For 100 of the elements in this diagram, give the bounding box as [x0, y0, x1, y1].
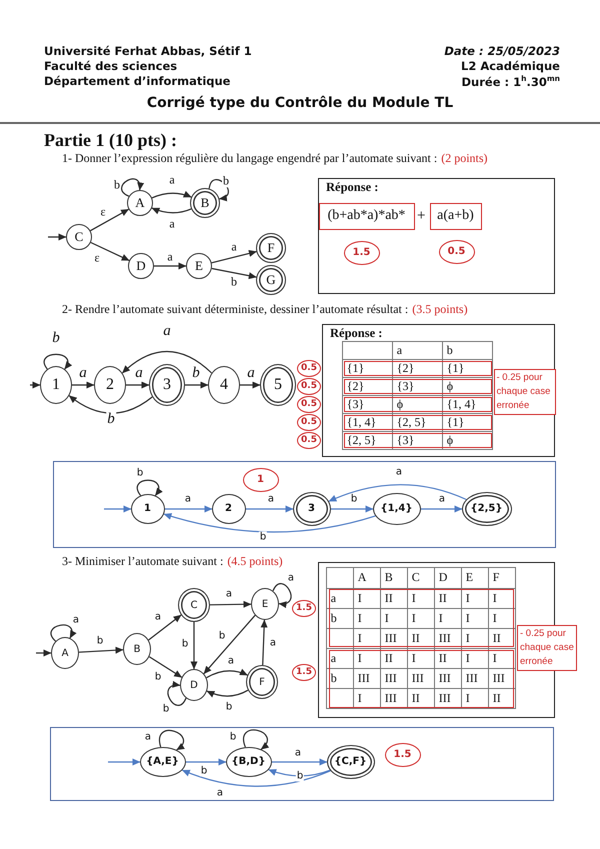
- table-cell: ϕ: [442, 378, 493, 396]
- points-text: (3.5 points): [412, 302, 468, 317]
- edge-label: b: [162, 704, 170, 714]
- self-loop-arrow: [167, 682, 187, 706]
- table-cell: II: [488, 688, 516, 709]
- state-circle: {B,D}: [226, 746, 272, 776]
- header-text: Université Ferhat Abbas, Sétif 1: [44, 44, 252, 58]
- edge-label: a: [154, 612, 162, 622]
- table-cell: ϕ: [392, 396, 443, 414]
- points-text: (2 points): [441, 151, 488, 166]
- table-cell: III: [462, 668, 489, 689]
- score-oval: 1.5: [384, 742, 420, 766]
- table-cell: III: [380, 628, 408, 649]
- table-cell: {3}: [392, 432, 443, 450]
- edge-label: b: [113, 178, 121, 192]
- transition-arrow: [122, 350, 212, 374]
- accepting-state-circle: G: [256, 265, 286, 295]
- score-oval: 1.5: [292, 664, 316, 680]
- accepting-state-circle: B: [190, 188, 220, 218]
- transition-arrow: [260, 620, 268, 666]
- table-cell: II: [488, 628, 516, 649]
- transition-arrow: [203, 614, 256, 674]
- self-loop-arrow: [50, 624, 76, 642]
- edge-label: b: [136, 468, 144, 478]
- table-cell: I: [380, 608, 408, 629]
- accepting-state-circle: 3: [292, 492, 330, 526]
- score-oval: 0.5: [438, 240, 474, 264]
- transition-arrow: [186, 758, 226, 766]
- transition-arrow: [68, 395, 153, 414]
- table-cell: {2}: [392, 360, 443, 378]
- table-cell: {1}: [442, 360, 493, 378]
- answer-expression: (b+ab*a)*ab*: [318, 202, 414, 230]
- edge-label: b: [230, 275, 238, 289]
- edge-label: a: [224, 588, 234, 600]
- plus-sign: +: [417, 208, 426, 225]
- self-loop-arrow: [272, 583, 292, 608]
- edge-label: a: [268, 638, 278, 648]
- table-cell: I: [408, 588, 435, 609]
- score-oval: 0.5: [297, 396, 321, 412]
- question-text: 2- Rendre l’automate suivant déterministe, dessiner l’automate résultat :: [62, 302, 408, 317]
- edge-label: b: [350, 494, 358, 504]
- edge-label: b: [222, 174, 230, 188]
- transition-arrow: [151, 208, 192, 214]
- transition-arrow: [190, 622, 198, 670]
- table-cell: b: [442, 342, 493, 360]
- table-cell: I: [434, 608, 462, 629]
- edge-label: a: [294, 748, 302, 758]
- accepting-state-circle: {C,F}: [326, 744, 374, 778]
- edge-label: a: [266, 494, 276, 504]
- question-text: 1- Donner l’expression régulière du langage engendré par l’automate suivant :: [62, 151, 438, 166]
- edge-label: b: [228, 732, 238, 742]
- table-cell: I: [488, 648, 516, 669]
- self-loop-arrow: [121, 178, 144, 197]
- table-cell: I: [488, 608, 516, 629]
- state-circle: E: [251, 588, 279, 620]
- edge-label: a: [438, 494, 446, 504]
- self-loop-arrow: [44, 354, 72, 370]
- transition-arrow: [154, 262, 186, 270]
- state-circle: {A,E}: [140, 746, 186, 776]
- edge-label: b: [224, 702, 234, 712]
- edge-label: b: [258, 532, 268, 542]
- header-text: Faculté des sciences: [44, 59, 178, 73]
- points-text: (4.5 points): [227, 554, 283, 569]
- transition-arrow: [78, 646, 124, 654]
- table-cell: I: [354, 648, 381, 669]
- transition-arrow: [148, 614, 182, 640]
- edge-label: b: [96, 636, 104, 646]
- score-oval: 0.5: [297, 414, 321, 430]
- table-cell: I: [354, 628, 381, 649]
- question-text: 3- Minimiser l’automate suivant :: [62, 554, 224, 569]
- table-cell: III: [354, 668, 381, 689]
- header-text: L2 Académique: [461, 59, 560, 73]
- transition-arrow: [185, 382, 208, 388]
- edge-label: a: [184, 494, 192, 504]
- automaton-frame: [50, 727, 554, 801]
- table-cell: I: [462, 688, 489, 709]
- edge-label: a: [216, 788, 224, 798]
- table-cell: {1, 4}: [342, 414, 393, 432]
- state-circle: 1: [130, 494, 164, 524]
- transition-arrow: [331, 506, 374, 512]
- table-cell: III: [488, 668, 516, 689]
- transition-arrow: [30, 382, 40, 388]
- table-cell: III: [434, 688, 462, 709]
- transition-arrow: [164, 512, 376, 533]
- table-cell: II: [380, 648, 408, 669]
- table-cell: II: [434, 588, 462, 609]
- transition-arrow: [328, 484, 467, 502]
- self-loop-arrow: [243, 729, 269, 750]
- answer-heading: Réponse :: [330, 326, 382, 341]
- transition-arrow: [36, 650, 52, 656]
- transition-arrow: [152, 191, 192, 198]
- table-cell: {3}: [342, 396, 393, 414]
- state-circle: 1: [40, 366, 72, 404]
- table-cell: II: [408, 688, 435, 709]
- table-cell: III: [434, 628, 462, 649]
- table-cell: {1}: [442, 414, 493, 432]
- accepting-state-circle: 5: [260, 364, 296, 406]
- table-cell: I: [462, 608, 489, 629]
- transition-arrow: [165, 506, 212, 512]
- edge-label: b: [200, 766, 208, 776]
